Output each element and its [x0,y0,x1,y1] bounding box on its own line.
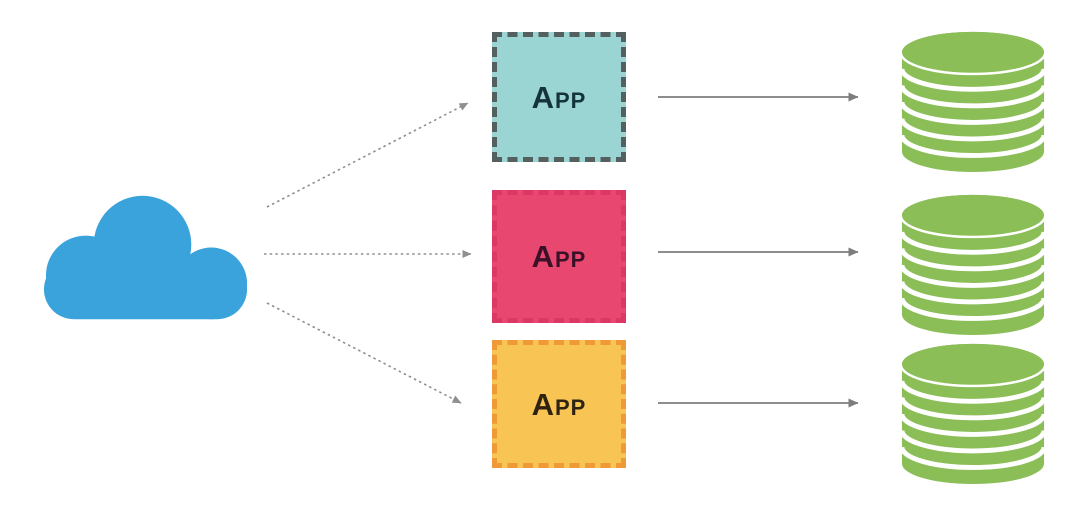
database-icon [899,190,1047,336]
app-box-pink: App [492,190,626,323]
database-cylinder [899,343,1047,485]
app-label: App [531,239,587,274]
database-icon [899,339,1047,485]
database-icon [899,27,1047,173]
app-box-teal: App [492,32,626,162]
cloud-icon [40,187,254,323]
database-cylinder [899,31,1047,173]
app-label: App [531,386,587,422]
app-label: App [531,79,587,115]
cloud-shape [43,195,248,320]
app-box-yellow: App [492,340,626,468]
dotted-arrow-cloud-to-app-1 [266,102,469,208]
dotted-arrow-cloud-to-app-3 [266,302,462,404]
database-cylinder [899,194,1047,336]
